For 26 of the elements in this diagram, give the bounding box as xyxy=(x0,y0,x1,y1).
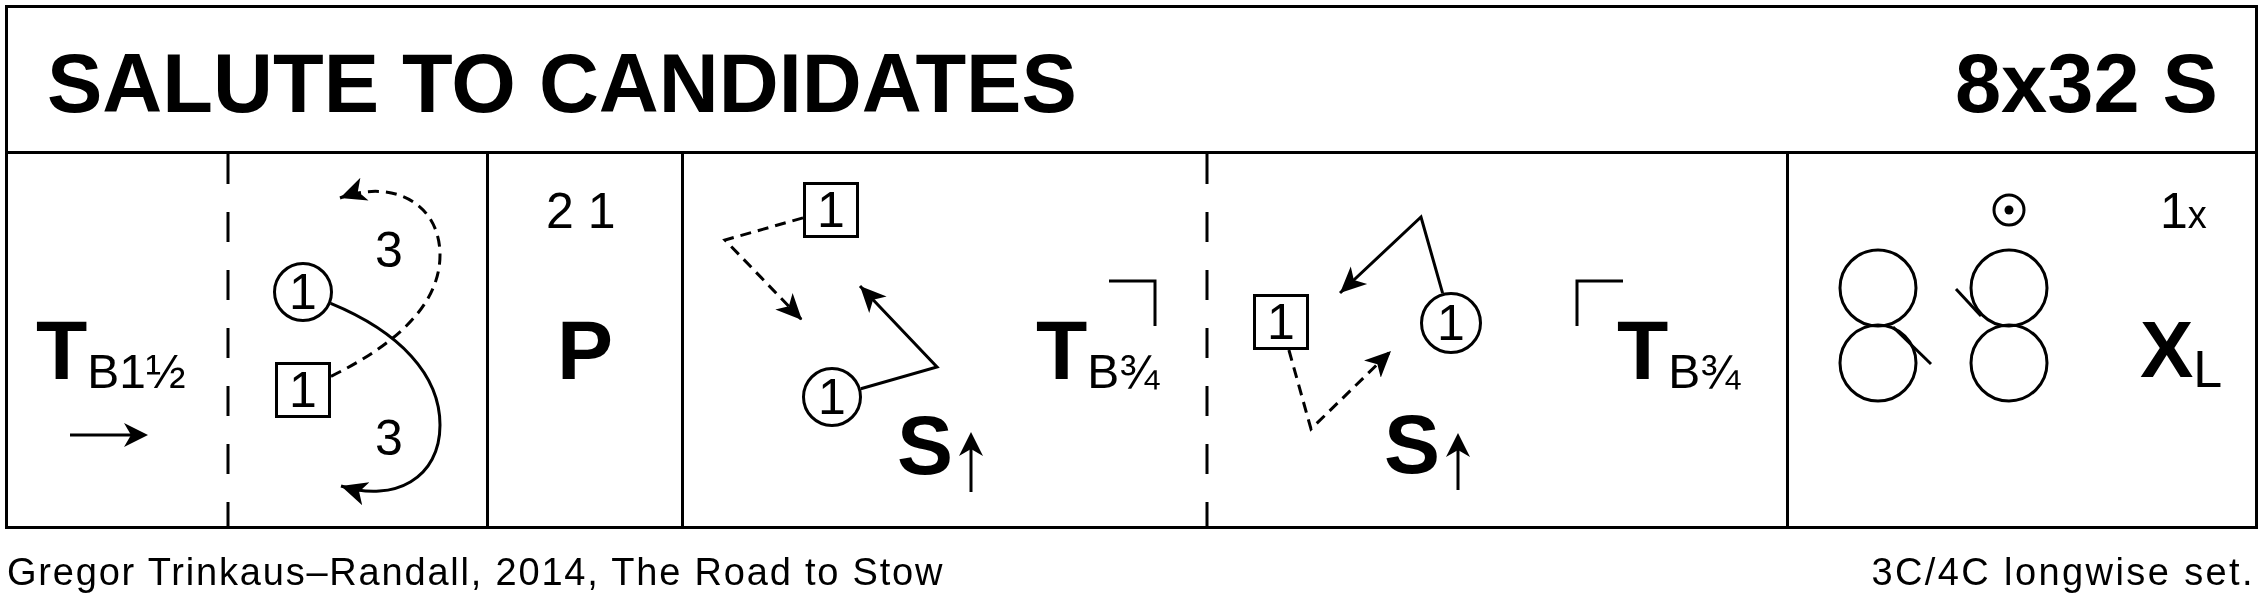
dashed-movement-arrow xyxy=(1287,349,1393,432)
dancer-square: 1 xyxy=(1253,294,1309,350)
figure-notation: S xyxy=(897,402,954,487)
figure-notation: T$_{B1½}$ xyxy=(36,307,186,400)
dance-title: SALUTE TO CANDIDATES xyxy=(47,41,1077,125)
dancer-circle: 1 xyxy=(1420,292,1482,354)
figure-notation: X$_{L}$ xyxy=(2140,310,2223,401)
movement-arrow xyxy=(330,302,442,505)
figure-notation: T$_{B¾}$ xyxy=(1617,307,1741,400)
position-number: 3 xyxy=(375,224,403,275)
figure-notation: T$_{B¾}$ xyxy=(1036,307,1160,400)
figure-notation: P xyxy=(557,307,614,392)
dancer-square: 1 xyxy=(275,362,331,418)
dance-format: 8x32 S xyxy=(1954,41,2218,125)
set-note: 3C/4C longwise set. xyxy=(1871,552,2255,591)
dancer-circle: 1 xyxy=(273,262,333,322)
couple-numbers: 2 1 xyxy=(546,185,616,236)
dancer-square: 1 xyxy=(803,182,859,238)
position-number: 3 xyxy=(375,412,403,463)
figure-notation: S xyxy=(1384,401,1441,486)
dashed-movement-arrow xyxy=(722,216,804,322)
movement-arrow xyxy=(1338,214,1445,295)
credit-line: Gregor Trinkaus–Randall, 2014, The Road to Stow xyxy=(7,552,945,591)
dancer-circle: 1 xyxy=(802,367,862,427)
dashed-movement-arrow xyxy=(330,179,442,378)
movement-arrow xyxy=(858,284,940,391)
